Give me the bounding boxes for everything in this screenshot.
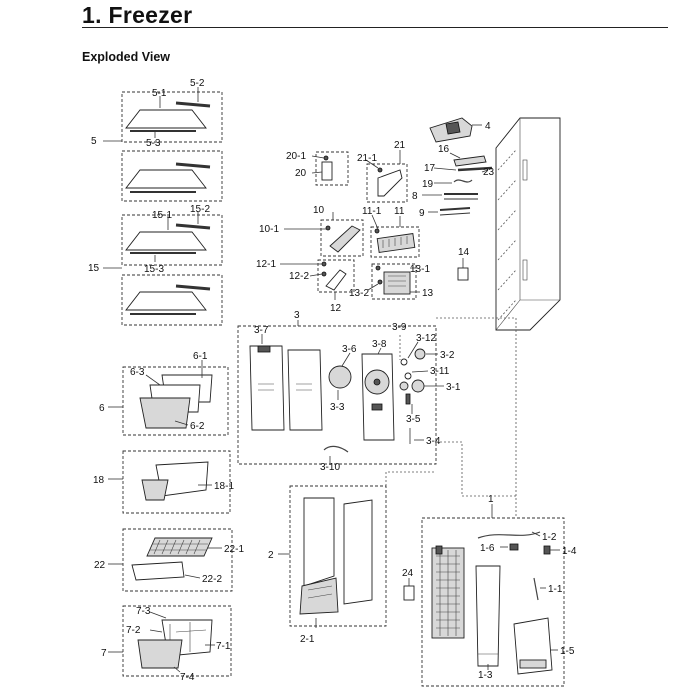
assembly-reference-lines <box>385 317 517 518</box>
callout-20: 20 <box>295 168 307 179</box>
callout-14: 14 <box>458 247 470 258</box>
callout-3-1: 3-1 <box>446 382 461 393</box>
bin-group-18: 18 18-1 <box>93 450 234 514</box>
callout-6-3: 6-3 <box>130 367 145 378</box>
duct-group-2: 2 2-1 <box>268 485 387 645</box>
section-subtitle: Exploded View <box>82 50 170 64</box>
bracket-group-10: 10 10-1 <box>259 205 364 257</box>
part-14: 14 <box>457 247 470 281</box>
callout-15: 15 <box>88 263 100 274</box>
title-divider <box>82 27 668 28</box>
callout-22: 22 <box>94 560 106 571</box>
callout-10-1: 10-1 <box>259 224 279 235</box>
callout-5-2: 5-2 <box>190 78 205 89</box>
callout-16: 16 <box>438 144 450 155</box>
callout-11-1: 11-1 <box>362 206 382 217</box>
callout-18-1: 18-1 <box>214 481 234 492</box>
callout-1-6: 1-6 <box>480 543 495 554</box>
bracket-group-20: 20-1 20 <box>286 151 349 186</box>
callout-21-1: 21-1 <box>357 153 377 164</box>
callout-5: 5 <box>91 136 97 147</box>
callout-3-9: 3-9 <box>392 322 407 333</box>
callout-13-1: 13-1 <box>410 264 430 275</box>
callout-4: 4 <box>485 121 491 132</box>
shelf-group-5: 5 5-1 5-2 5-3 <box>91 78 223 202</box>
callout-21: 21 <box>394 140 406 151</box>
callout-23: 23 <box>483 167 495 178</box>
callout-3-11: 3-11 <box>430 366 450 377</box>
callout-12-2: 12-2 <box>289 271 309 282</box>
basket-group-7: 7 7-1 7-2 7-3 7-4 <box>101 605 232 683</box>
callout-3-8: 3-8 <box>372 339 387 350</box>
callout-20-1: 20-1 <box>286 151 306 162</box>
callout-1-3: 1-3 <box>478 670 493 681</box>
callout-8: 8 <box>412 191 418 202</box>
callout-1-2: 1-2 <box>542 532 557 543</box>
callout-2-1: 2-1 <box>300 634 315 645</box>
callout-12: 12 <box>330 303 342 314</box>
callout-11: 11 <box>394 206 405 217</box>
callout-3-3: 3-3 <box>330 402 345 413</box>
callout-15-1: 15-1 <box>152 210 172 221</box>
callout-5-1: 5-1 <box>152 88 167 99</box>
bracket-group-11: 11-1 11 <box>362 206 420 258</box>
callout-2: 2 <box>268 550 274 561</box>
callout-3-10: 3-10 <box>320 462 340 473</box>
callout-18: 18 <box>93 475 105 486</box>
callout-15-3: 15-3 <box>144 264 164 275</box>
callout-17: 17 <box>424 163 436 174</box>
callout-7: 7 <box>101 648 107 659</box>
callout-7-2: 7-2 <box>126 625 141 636</box>
callout-3-2: 3-2 <box>440 350 455 361</box>
callout-5-3: 5-3 <box>146 138 161 149</box>
callout-6-1: 6-1 <box>193 351 208 362</box>
evaporator-group-1: 1 1-3 1-2 1-6 1-4 1-1 1-5 <box>421 494 577 687</box>
callout-7-1: 7-1 <box>216 641 231 652</box>
callout-6: 6 <box>99 403 105 414</box>
callout-10: 10 <box>313 205 325 216</box>
callout-3-4: 3-4 <box>426 436 441 447</box>
callout-13-2: 13-2 <box>349 288 369 299</box>
callout-13: 13 <box>422 288 434 299</box>
part-24: 24 <box>402 568 415 601</box>
callout-22-2: 22-2 <box>202 574 222 585</box>
freezer-cabinet-outline <box>495 117 561 331</box>
drawer-group-6: 6 6-1 6-2 6-3 <box>99 351 229 436</box>
bracket-group-12: 12-1 12-2 12 <box>256 259 355 314</box>
callout-1: 1 <box>488 494 494 505</box>
callout-3: 3 <box>294 310 300 321</box>
callout-24: 24 <box>402 568 414 579</box>
page-title: 1. Freezer <box>82 2 193 28</box>
shelf-group-15: 15 15-1 15-2 15-3 <box>88 204 223 326</box>
bracket-group-13: 13-1 13-2 13 <box>349 263 434 300</box>
callout-1-4: 1-4 <box>562 546 577 557</box>
tray-group-22: 22 22-1 22-2 <box>94 528 244 592</box>
callout-6-2: 6-2 <box>190 421 205 432</box>
callout-12-1: 12-1 <box>256 259 276 270</box>
callout-3-12: 3-12 <box>416 333 436 344</box>
assembly-group-3: 3 3-7 3-6 3-3 3-8 3-10 3-9 3-12 3-2 3-11 <box>237 310 461 473</box>
callout-22-1: 22-1 <box>224 544 244 555</box>
callout-7-3: 7-3 <box>136 606 151 617</box>
callout-15-2: 15-2 <box>190 204 210 215</box>
callout-3-5: 3-5 <box>406 414 421 425</box>
callout-1-5: 1-5 <box>560 646 575 657</box>
callout-19: 19 <box>422 179 434 190</box>
callout-1-1: 1-1 <box>548 584 563 595</box>
callout-7-4: 7-4 <box>180 672 195 683</box>
bracket-group-21: 21 21-1 <box>357 140 408 203</box>
callout-3-7: 3-7 <box>254 325 269 336</box>
callout-3-6: 3-6 <box>342 344 357 355</box>
callout-9: 9 <box>419 208 425 219</box>
duct-parts-top: 4 16 17 23 19 8 9 <box>412 117 495 219</box>
